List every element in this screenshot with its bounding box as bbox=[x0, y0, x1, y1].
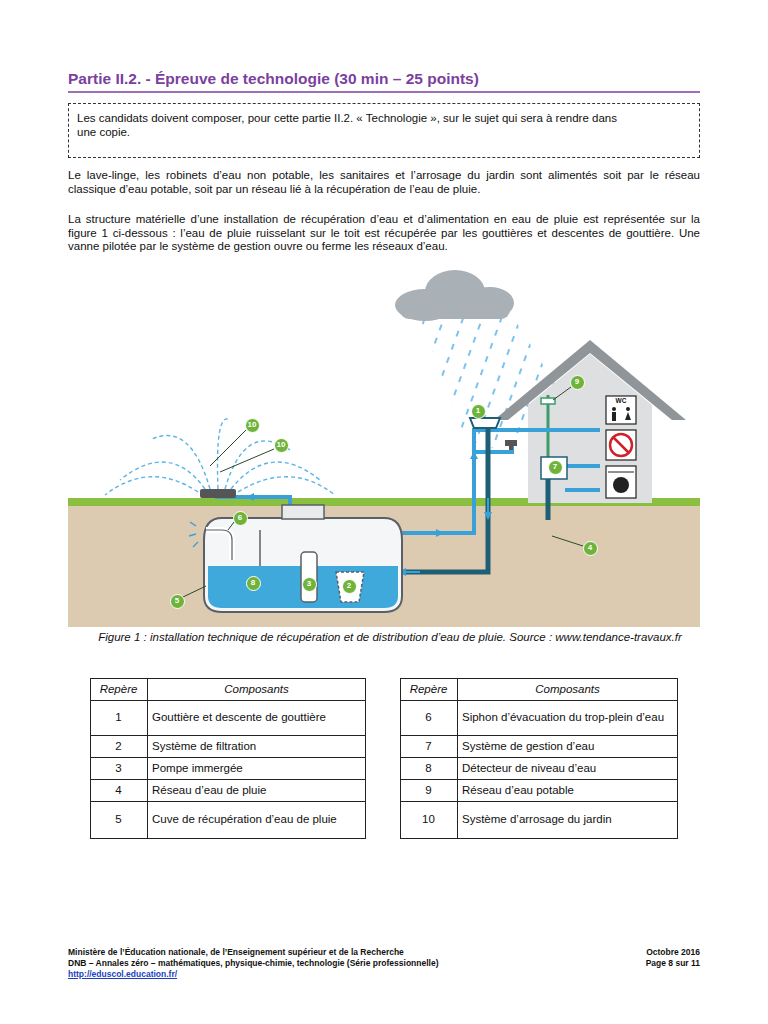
table-cell: Réseau d’eau de pluie bbox=[152, 779, 361, 801]
table-cell: 6 bbox=[405, 700, 452, 735]
wc-icon bbox=[606, 396, 636, 424]
callout-number: 9 bbox=[575, 378, 579, 386]
wc-figures bbox=[612, 407, 631, 421]
footer-text: Ministère de l’Éducation nationale, de l… bbox=[68, 947, 404, 957]
gutter bbox=[470, 418, 500, 428]
footer-link: http://eduscol.education.fr/ bbox=[68, 969, 177, 979]
paragraph: Le lave-linge, les robinets d’eau non po… bbox=[68, 169, 700, 196]
no-drink-circle bbox=[610, 434, 632, 456]
figure-caption: Figure 1 : installation technique de réc… bbox=[90, 631, 690, 645]
callout-number: 3 bbox=[307, 580, 311, 588]
table-cell: Gouttière et descente de gouttière bbox=[152, 700, 361, 735]
table-cell: Cuve de récupération d’eau de pluie bbox=[152, 801, 361, 838]
no-drink-bar bbox=[613, 437, 629, 453]
level-rod bbox=[259, 530, 261, 566]
table-cell: Système de gestion d’eau bbox=[462, 735, 673, 757]
title-rule bbox=[68, 91, 700, 93]
callout-circle: 7 bbox=[548, 460, 563, 475]
siphon bbox=[206, 530, 232, 560]
table-cell: 4 bbox=[95, 779, 142, 801]
table-cell: 3 bbox=[95, 757, 142, 779]
callout-circle: 3 bbox=[302, 577, 317, 592]
soil bbox=[68, 505, 700, 627]
callout-number: 2 bbox=[347, 582, 351, 590]
tank-manhole bbox=[282, 505, 324, 519]
gutter-arrows bbox=[402, 498, 488, 572]
table-cell: 5 bbox=[95, 801, 142, 838]
footer-date: Octobre 2016 bbox=[646, 947, 700, 957]
table-cell: Système d’arrosage du jardin bbox=[462, 801, 673, 838]
no-drink-icon bbox=[606, 430, 636, 460]
callout-number: 10 bbox=[248, 421, 257, 429]
callout-number: 10 bbox=[277, 441, 286, 449]
table-cell: Système de filtration bbox=[152, 735, 361, 757]
management-box bbox=[541, 457, 567, 479]
callout-circle: 6 bbox=[233, 511, 248, 526]
house-roof bbox=[494, 340, 686, 420]
siphon-outline bbox=[206, 530, 232, 560]
potable-meter bbox=[541, 398, 555, 404]
table-cell: Détecteur de niveau d’eau bbox=[462, 757, 673, 779]
instruction-box: Les candidats doivent composer, pour cet… bbox=[68, 103, 700, 158]
overflow-drops bbox=[189, 522, 198, 547]
callout-number: 4 bbox=[588, 544, 592, 552]
washer-drum bbox=[613, 477, 629, 493]
table-cell: Repère bbox=[405, 678, 452, 700]
washer-icon bbox=[606, 466, 636, 498]
table-cell: 8 bbox=[405, 757, 452, 779]
tank bbox=[204, 518, 402, 612]
callout-circle: 9 bbox=[570, 375, 585, 390]
instruction-text: Les candidats doivent composer, pour cet… bbox=[77, 111, 637, 139]
filter bbox=[336, 572, 364, 602]
table-cell: Composants bbox=[152, 678, 361, 700]
icon-label: WC bbox=[608, 397, 634, 405]
table-cell: Siphon d’évacuation du trop-plein d’eau bbox=[462, 700, 673, 735]
cloud bbox=[395, 270, 514, 321]
paragraph: La structure matérielle d’une installati… bbox=[68, 213, 700, 254]
callout-circle: 5 bbox=[170, 594, 185, 609]
page-title: Partie II.2. - Épreuve de technologie (3… bbox=[68, 70, 479, 88]
callout-circle: 4 bbox=[583, 541, 598, 556]
leader-lines bbox=[183, 387, 583, 597]
callout-circle: 10 bbox=[274, 438, 289, 453]
callout-number: 5 bbox=[175, 597, 179, 605]
spray bbox=[105, 419, 335, 495]
callout-circle: 2 bbox=[342, 579, 357, 594]
pump bbox=[301, 552, 317, 602]
table-cell: 10 bbox=[405, 801, 452, 838]
footer-text: DNB – Annales zéro – mathématiques, phys… bbox=[68, 958, 438, 968]
tables bbox=[90, 678, 678, 839]
callout-number: 6 bbox=[238, 514, 242, 522]
footer-page: Page 8 sur 11 bbox=[646, 958, 700, 968]
callout-number: 7 bbox=[553, 463, 557, 471]
table-cell: Composants bbox=[462, 678, 673, 700]
tap bbox=[505, 440, 517, 450]
callout-number: 8 bbox=[251, 579, 255, 587]
table-cell: 9 bbox=[405, 779, 452, 801]
table-cell: Réseau d’eau potable bbox=[462, 779, 673, 801]
callout-number: 1 bbox=[476, 407, 480, 415]
table-cell: Repère bbox=[95, 678, 142, 700]
washer-panel bbox=[608, 472, 634, 473]
sprinkler bbox=[200, 489, 236, 498]
table-cell: 2 bbox=[95, 735, 142, 757]
table-cell: 1 bbox=[95, 700, 142, 735]
callout-circle: 8 bbox=[246, 576, 261, 591]
callout-circle: 1 bbox=[471, 404, 486, 419]
callout-circle: 10 bbox=[245, 418, 260, 433]
table-cell: Pompe immergée bbox=[152, 757, 361, 779]
table-cell: 7 bbox=[405, 735, 452, 757]
